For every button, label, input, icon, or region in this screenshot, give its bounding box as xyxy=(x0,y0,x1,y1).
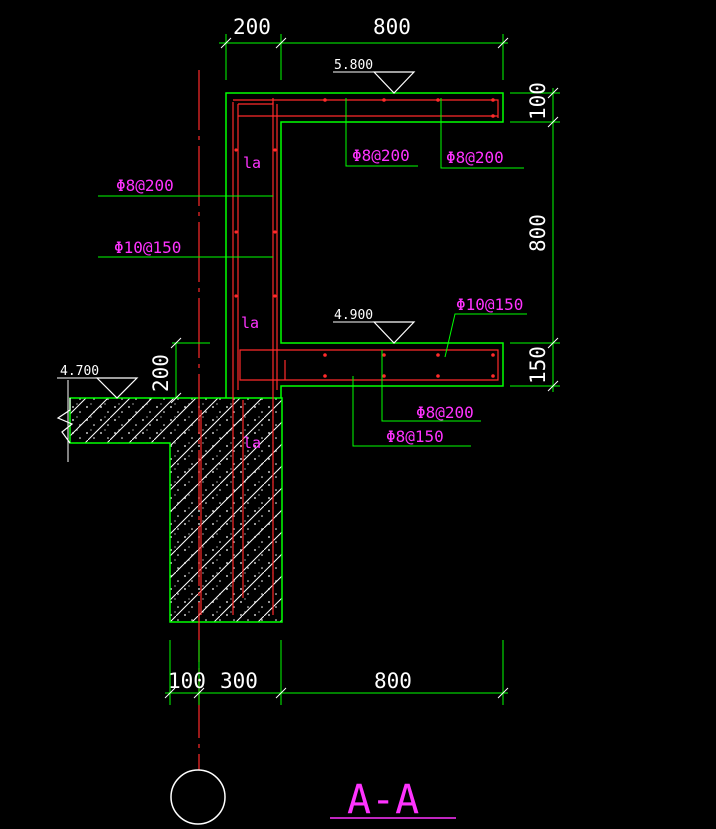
structure-outline xyxy=(225,92,504,398)
anchorage-label-2: la xyxy=(241,314,259,332)
dim-bottom-300: 300 xyxy=(220,669,258,693)
dim-top-800: 800 xyxy=(373,15,411,39)
rebar-label-top-slab-1: Φ8@200 xyxy=(352,146,410,165)
dimension-lines xyxy=(164,34,560,705)
rebar-label-wall-2: Φ10@150 xyxy=(114,238,181,257)
anchorage-label-1: la xyxy=(243,154,261,172)
rebar-label-top-slab-2: Φ8@200 xyxy=(446,148,504,167)
rebar-label-lower-slab-1: Φ8@200 xyxy=(416,403,474,422)
elevation-lower-label: 4.900 xyxy=(334,308,373,323)
elevation-ground-label: 4.700 xyxy=(60,364,99,379)
dim-bottom-100: 100 xyxy=(168,669,206,693)
rebar xyxy=(200,98,499,615)
dim-left-200: 200 xyxy=(149,354,173,392)
leader-lines xyxy=(98,98,527,447)
rebar-label-lower-slab-top: Φ10@150 xyxy=(456,295,523,314)
axis-bubble xyxy=(170,769,226,825)
anchorage-label-3: la xyxy=(243,434,261,452)
dim-bottom-800: 800 xyxy=(374,669,412,693)
elevation-marker-top: 5.800 xyxy=(333,58,416,94)
section-title: A-A xyxy=(330,777,456,823)
rebar-label-lower-slab-2: Φ8@150 xyxy=(386,427,444,446)
dim-top-200: 200 xyxy=(233,15,271,39)
elevation-marker-ground: 4.700 xyxy=(57,364,139,399)
rebar-label-wall-1: Φ8@200 xyxy=(116,176,174,195)
dim-right-800: 800 xyxy=(526,214,550,252)
elevation-marker-lower: 4.900 xyxy=(333,308,416,344)
break-line xyxy=(56,398,74,444)
dim-right-150: 150 xyxy=(526,346,550,384)
rebar-dots xyxy=(234,98,495,378)
dim-right-100: 100 xyxy=(526,82,550,120)
elevation-top-label: 5.800 xyxy=(334,58,373,73)
section-title-text: A-A xyxy=(347,777,419,823)
foundation xyxy=(56,380,283,623)
